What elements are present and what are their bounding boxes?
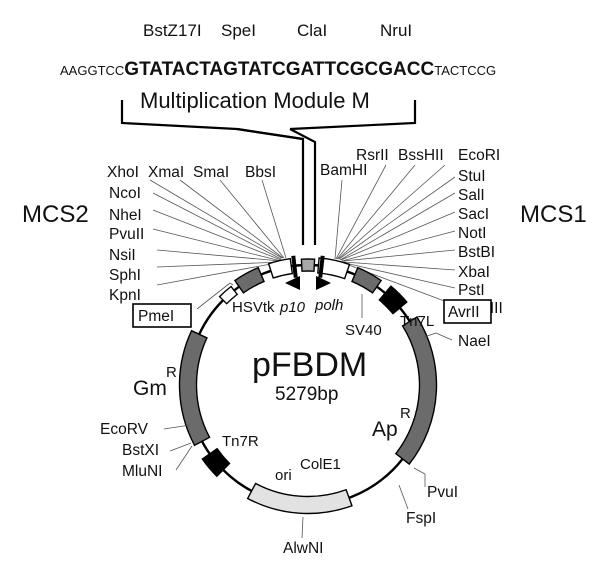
sequence: AAGGTCCGTATACTAGTATCGATTCGCGACCTACTCCG: [60, 59, 496, 80]
mcs2-label: MCS2: [22, 201, 89, 228]
site-naei: NaeI: [458, 333, 491, 350]
site-kpni: KpnI: [109, 287, 141, 304]
tn7r-element: [201, 447, 231, 478]
promoter-tick: [318, 255, 325, 278]
site-avrii: AvrII: [448, 304, 480, 321]
module-bracket-right-arm: [289, 128, 317, 245]
site-nrui: NruI: [380, 21, 412, 40]
site-clai: ClaI: [297, 21, 327, 40]
feature-arcs: [178, 255, 438, 515]
plasmid-size: 5279bp: [275, 384, 338, 405]
avrii-box: [443, 299, 492, 324]
tn7l-element: [378, 285, 408, 315]
module-bracket: [120, 100, 417, 131]
sequence-core: GTATACTAGTATCGATTCGCGACC: [124, 59, 434, 80]
site-pvui: PvuI: [427, 484, 458, 501]
site-bstz17i: BstZ17I: [143, 21, 202, 40]
site-xmai: XmaI: [148, 164, 184, 181]
mcs2-leaders: [149, 179, 287, 286]
site-xhoi: XhoI: [107, 164, 139, 181]
site-pmei: PmeI: [138, 308, 174, 325]
sequence-suffix: TACTCCG: [434, 63, 496, 78]
site-mluni: MluNI: [122, 463, 162, 480]
label-gm-superscript: R: [166, 364, 177, 381]
label-gm: Gm: [133, 377, 167, 400]
hsvtk-region: [233, 266, 265, 294]
label-cole1: ColE1: [300, 456, 341, 473]
site-noti: NotI: [458, 225, 486, 242]
site-ncoi: NcoI: [109, 185, 141, 202]
site-xbai: XbaI: [458, 264, 490, 281]
gm-resistance-gene: [178, 329, 211, 447]
site-smai: SmaI: [193, 164, 229, 181]
promoter-tick: [291, 255, 298, 278]
site-ecori: EcoRI: [458, 147, 500, 164]
site-bbsi: BbsI: [245, 164, 276, 181]
label-ap: Ap: [372, 418, 398, 441]
sv40-region: [351, 266, 383, 294]
label-ori: ori: [275, 467, 292, 484]
p10-arrow-icon: [285, 276, 300, 290]
site-bstxi: BstXI: [122, 442, 159, 459]
plasmid-name: pFBDM: [252, 346, 367, 384]
ap-resistance-gene: [394, 315, 438, 466]
ori-cole1: [246, 482, 353, 515]
site-alwni: AlwNI: [283, 540, 323, 557]
site-sphi: SphI: [109, 267, 141, 284]
label-ap-superscript: R: [400, 405, 411, 422]
site-psti: PstI: [458, 282, 485, 299]
module-bracket-left-arm: [236, 127, 305, 245]
p10-mcs2-box: [267, 257, 294, 279]
hsvtk-white: [218, 285, 239, 305]
mcs1-leaders: [334, 164, 456, 306]
site-sali: SalI: [458, 187, 485, 204]
label-polh: polh: [314, 297, 343, 314]
site-pvuii: PvuII: [109, 226, 144, 243]
label-hsvtk: HSVtk: [232, 299, 275, 316]
site-rsrii: RsrII: [356, 147, 389, 164]
site-bsshii: BssHII: [398, 147, 444, 164]
site-nsii: NsiI: [109, 247, 136, 264]
site-spei: SpeI: [221, 21, 256, 40]
mcs1-label: MCS1: [520, 201, 587, 228]
label-p10: p10: [279, 299, 306, 316]
site-bamhi: BamHI: [320, 162, 367, 179]
module-m-box: [300, 258, 316, 272]
site-nhei: NheI: [109, 207, 142, 224]
label-sv40: SV40: [345, 322, 382, 339]
polh-arrow-icon: [316, 276, 331, 290]
site-bstbi: BstBI: [458, 244, 495, 261]
sequence-prefix: AAGGTCC: [60, 63, 124, 78]
site-ecorv: EcoRV: [100, 421, 149, 438]
label-tn7l: Tn7L: [400, 313, 434, 330]
module-label: Multiplication Module M: [140, 88, 370, 113]
site-saci: SacI: [458, 206, 489, 223]
site-fspi: FspI: [406, 510, 436, 527]
pmei-box: [132, 303, 192, 328]
label-tn7r: Tn7R: [222, 433, 259, 450]
site-stui: StuI: [458, 168, 486, 185]
